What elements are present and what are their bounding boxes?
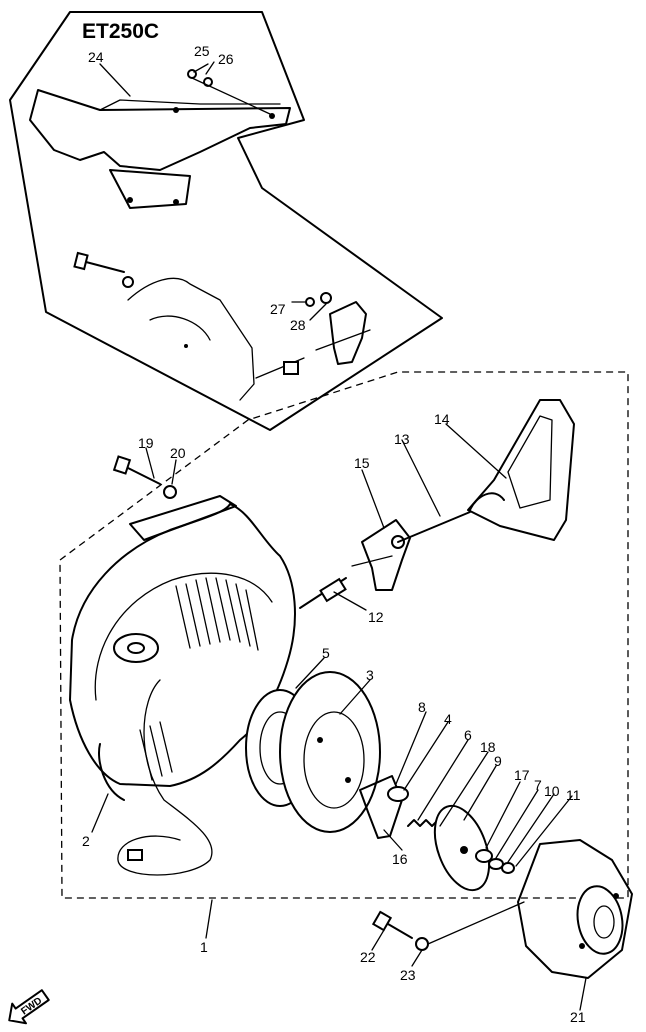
rope-guide-part: [299, 577, 347, 609]
callout-3: 3: [366, 667, 374, 683]
callout-7: 7: [534, 777, 542, 793]
rope-13-part: [397, 511, 471, 543]
spring-18-part: [407, 819, 439, 827]
fan-ribs: [139, 577, 259, 781]
pulley-3-part: [245, 671, 381, 833]
callout-2: 2: [82, 833, 90, 849]
callout-10: 10: [544, 783, 560, 799]
callout-16: 16: [392, 851, 408, 867]
inset-bolt-part: [73, 251, 134, 288]
leader-lines: [91, 61, 587, 1011]
callout-17: 17: [514, 767, 530, 783]
fwd-arrow-icon: FWD: [8, 989, 50, 1025]
cover-21-part: [517, 839, 633, 979]
callout-13: 13: [394, 431, 410, 447]
callout-18: 18: [480, 739, 496, 755]
callout-21: 21: [570, 1009, 586, 1025]
guard-cover-part: [29, 89, 291, 209]
callout-15: 15: [354, 455, 370, 471]
callout-14: 14: [434, 411, 450, 427]
bolt-22-part: [371, 901, 525, 951]
inset-bracket-part: [255, 301, 371, 379]
screw-25-part: [187, 69, 271, 115]
callout-12: 12: [368, 609, 384, 625]
callout-22: 22: [360, 949, 376, 965]
inset-panel-et250c: ET250C: [9, 11, 443, 431]
callout-26: 26: [218, 51, 234, 67]
callout-20: 20: [170, 445, 186, 461]
callout-27: 27: [270, 301, 286, 317]
callout-1: 1: [200, 939, 208, 955]
starter-case-part: [69, 495, 296, 876]
callout-19: 19: [138, 435, 154, 451]
assembly-boundary: [59, 371, 629, 899]
callout-8: 8: [418, 699, 426, 715]
callout-4: 4: [444, 711, 452, 727]
callout-5: 5: [322, 645, 330, 661]
fwd-label: FWD: [19, 995, 44, 1017]
bolt-19-part: [112, 455, 177, 499]
callout-6: 6: [464, 727, 472, 743]
callout-23: 23: [400, 967, 416, 983]
callout-labels: 24 25 26 27 28 19 20 15 13 14 12 5 3 8 4…: [82, 43, 586, 1025]
bracket-15-part: [351, 519, 411, 591]
callout-9: 9: [494, 753, 502, 769]
model-label: ET250C: [82, 20, 159, 43]
callout-28: 28: [290, 317, 306, 333]
callout-11: 11: [566, 787, 581, 803]
plate-9-part: [433, 804, 491, 892]
washers-small-parts: [475, 849, 515, 874]
starter-rope: [117, 679, 213, 876]
handle-14-part: [467, 399, 575, 541]
inset-case-part: [127, 277, 255, 401]
screw-27-part: [305, 292, 332, 307]
inset-border: [9, 11, 443, 431]
callout-25: 25: [194, 43, 210, 59]
callout-24: 24: [88, 49, 104, 65]
